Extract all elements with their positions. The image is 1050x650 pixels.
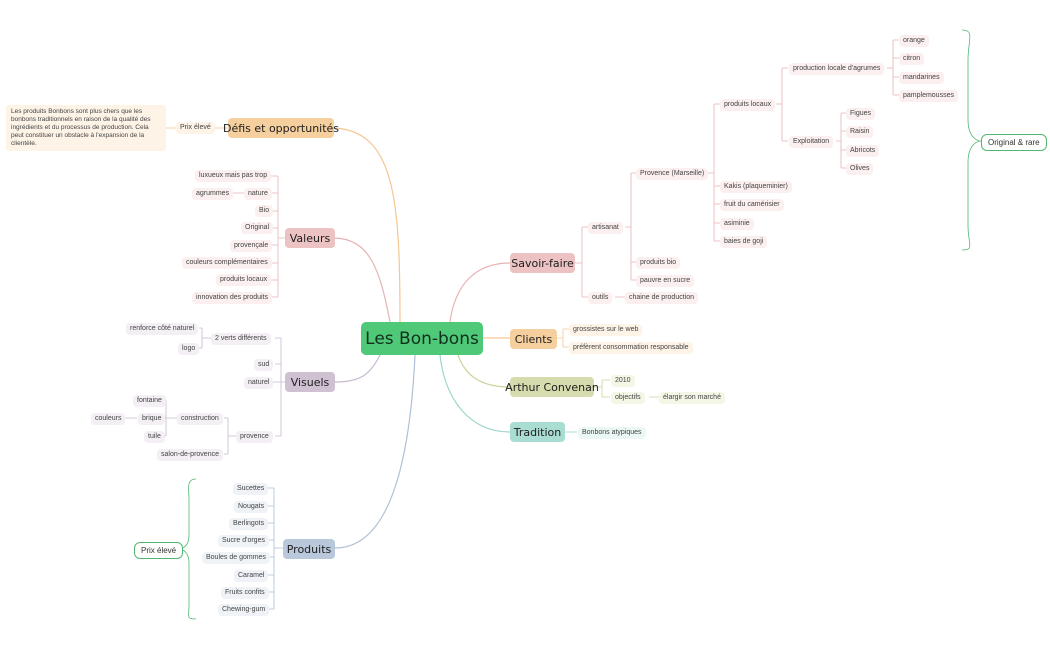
visuels-item-9[interactable]: couleurs bbox=[91, 413, 126, 425]
connector-tradition bbox=[439, 354, 511, 433]
produits-item-4[interactable]: Boules de gommes bbox=[202, 552, 270, 564]
arthur-item-0[interactable]: 2010 bbox=[611, 375, 635, 387]
produits-item-7[interactable]: Chewing-gum bbox=[218, 604, 270, 616]
connector-valeurs bbox=[332, 237, 391, 323]
central-topic[interactable]: Les Bon-bons bbox=[361, 322, 483, 355]
branch-clients[interactable]: Clients bbox=[510, 329, 557, 349]
branch-valeurs[interactable]: Valeurs bbox=[285, 228, 335, 248]
savoir-item-15[interactable]: Abricots bbox=[846, 145, 880, 157]
savoir-item-9[interactable]: citron bbox=[899, 53, 925, 65]
arthur-item-1[interactable]: objectifs bbox=[611, 392, 645, 404]
savoir-item-12[interactable]: Exploitation bbox=[789, 136, 834, 148]
savoir-item-10[interactable]: mandarines bbox=[899, 72, 944, 84]
defis-prix-eleve[interactable]: Prix élevé bbox=[176, 122, 215, 134]
savoir-item-3[interactable]: Provence (Marseille) bbox=[636, 168, 709, 180]
valeurs-item-0[interactable]: luxueux mais pas trop bbox=[195, 170, 272, 182]
savoir-item-13[interactable]: Figues bbox=[846, 108, 876, 120]
visuels-item-6[interactable]: construction bbox=[177, 413, 223, 425]
visuels-item-3[interactable]: sud bbox=[254, 359, 274, 371]
connector-defis bbox=[332, 127, 401, 323]
savoir-item-4[interactable]: produits bio bbox=[636, 257, 681, 269]
valeurs-item-2[interactable]: agrummes bbox=[192, 188, 234, 200]
savoir-item-1[interactable]: outils bbox=[588, 292, 613, 304]
valeurs-item-6[interactable]: couleurs complémentaires bbox=[182, 257, 272, 269]
branch-visuels[interactable]: Visuels bbox=[285, 372, 335, 392]
connector-produits bbox=[334, 354, 416, 549]
produits-summary[interactable]: Prix élevé bbox=[134, 542, 184, 559]
savoir-item-7[interactable]: production locale d'agrumes bbox=[789, 63, 885, 75]
visuels-item-7[interactable]: fontaine bbox=[133, 395, 166, 407]
produits-item-3[interactable]: Sucre d'orges bbox=[218, 535, 269, 547]
produits-item-5[interactable]: Caramel bbox=[234, 570, 269, 582]
branch-tradition[interactable]: Tradition bbox=[510, 422, 565, 442]
connector-visuels bbox=[334, 354, 381, 383]
valeurs-item-8[interactable]: innovation des produits bbox=[192, 292, 272, 304]
valeurs-item-4[interactable]: Original bbox=[241, 222, 274, 234]
valeurs-item-3[interactable]: Bio bbox=[255, 205, 274, 217]
branch-produits[interactable]: Produits bbox=[283, 539, 335, 559]
produits-item-0[interactable]: Sucettes bbox=[233, 483, 269, 495]
savoir-item-8[interactable]: orange bbox=[899, 35, 929, 47]
clients-item-0[interactable]: grossistes sur le web bbox=[569, 324, 643, 336]
visuels-item-5[interactable]: provence bbox=[236, 431, 273, 443]
produits-item-2[interactable]: Berlingots bbox=[229, 518, 269, 530]
valeurs-item-1[interactable]: nature bbox=[244, 188, 272, 200]
produits-item-1[interactable]: Nougats bbox=[234, 501, 269, 513]
visuels-item-0[interactable]: 2 verts différents bbox=[211, 333, 271, 345]
arthur-item-2[interactable]: élargir son marché bbox=[659, 392, 725, 404]
savoir-item-14[interactable]: Raisin bbox=[846, 126, 874, 138]
savoir-item-11[interactable]: pamplemousses bbox=[899, 90, 958, 102]
produits-item-6[interactable]: Fruits confits bbox=[221, 587, 269, 599]
connector-arthur bbox=[457, 354, 511, 388]
savoir-item-5[interactable]: pauvre en sucre bbox=[636, 275, 695, 287]
visuels-item-2[interactable]: logo bbox=[178, 343, 200, 355]
savoir-item-2[interactable]: chaine de production bbox=[625, 292, 698, 304]
savoir-summary[interactable]: Original & rare bbox=[981, 134, 1047, 151]
savoir-item-20[interactable]: baies de goji bbox=[720, 236, 768, 248]
savoir-item-17[interactable]: Kakis (plaqueminier) bbox=[720, 181, 792, 193]
visuels-item-8[interactable]: brique bbox=[138, 413, 166, 425]
branch-defis[interactable]: Défis et opportunités bbox=[223, 118, 339, 138]
tradition-item-0[interactable]: Bonbons atypiques bbox=[578, 427, 646, 439]
savoir-item-0[interactable]: artisanat bbox=[588, 222, 623, 234]
savoir-item-18[interactable]: fruit du camérisier bbox=[720, 199, 784, 211]
valeurs-item-5[interactable]: provençale bbox=[230, 240, 273, 252]
branch-arthur[interactable]: Arthur Convenan bbox=[505, 377, 599, 397]
connector-savoir bbox=[449, 262, 511, 323]
clients-item-1[interactable]: préfèrent consommation responsable bbox=[569, 342, 693, 354]
visuels-item-1[interactable]: renforce côté naturel bbox=[126, 323, 199, 335]
savoir-item-16[interactable]: Olives bbox=[846, 163, 874, 175]
savoir-item-6[interactable]: produits locaux bbox=[720, 99, 776, 111]
visuels-item-11[interactable]: salon-de-provence bbox=[157, 449, 223, 461]
defis-note[interactable]: Les produits Bonbons sont plus chers que… bbox=[6, 105, 166, 151]
branch-savoir-faire[interactable]: Savoir-faire bbox=[510, 253, 575, 273]
visuels-item-4[interactable]: naturel bbox=[244, 377, 274, 389]
savoir-item-19[interactable]: asiminie bbox=[720, 218, 754, 230]
valeurs-item-7[interactable]: produits locaux bbox=[216, 274, 272, 286]
visuels-item-10[interactable]: tuile bbox=[144, 431, 165, 443]
